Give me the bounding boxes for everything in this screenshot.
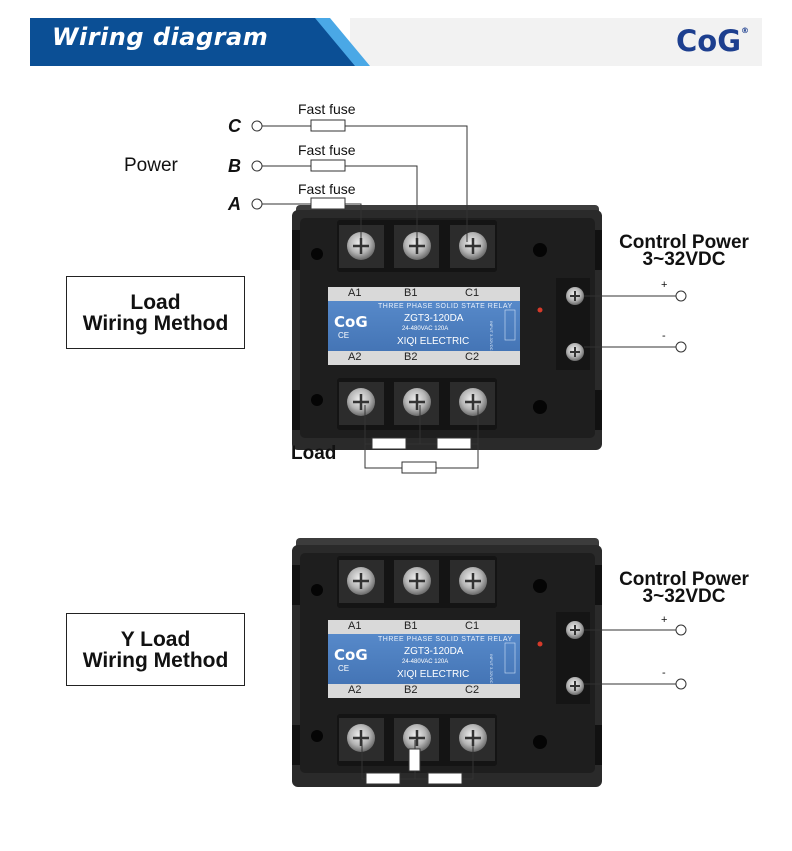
power-label: Power (124, 155, 178, 176)
control-wiring-2 (584, 624, 687, 690)
relay-1 (292, 205, 602, 450)
relay1-maker: XIQI ELECTRIC (397, 336, 470, 347)
header: Wiring diagram CoG® (0, 0, 792, 80)
relay1-brand: CoG (334, 313, 368, 331)
header-strip (350, 18, 762, 66)
relay2-b1: B1 (404, 620, 418, 632)
control-power2-line1: Control Power (619, 569, 749, 590)
load-wiring-method-box: Load Wiring Method (66, 276, 245, 349)
relay2-ce: CE (338, 664, 350, 673)
phase-a-label: A (228, 194, 241, 214)
relay2-brand: CoG (334, 646, 368, 664)
relay2-model: ZGT3-120DA (404, 646, 464, 657)
power-wiring (251, 119, 468, 242)
minus-sign-1: - (662, 330, 666, 342)
fuse-b-label: Fast fuse (298, 142, 356, 158)
relay2-b2: B2 (404, 684, 418, 696)
brand-logo: CoG® (676, 24, 750, 58)
relay2-a2: A2 (348, 684, 362, 696)
relay1-model: ZGT3-120DA (404, 313, 464, 324)
plus-sign-1: + (661, 279, 668, 291)
fuse-c-label: Fast fuse (298, 101, 356, 117)
control-wiring-1 (584, 290, 687, 353)
plus-sign-2: + (661, 614, 668, 626)
phase-b-label: B (228, 156, 241, 176)
y-load-wiring (361, 740, 474, 785)
method-label-line1: Load (130, 291, 181, 314)
relay1-a2: A2 (348, 351, 362, 363)
relay2-maker: XIQI ELECTRIC (397, 669, 470, 680)
load-label: Load (291, 443, 337, 464)
delta-load-wiring (364, 405, 479, 474)
title-banner (30, 18, 370, 66)
relay1-a1: A1 (348, 287, 362, 299)
relay1-rating: 24-480VAC 120A (402, 326, 449, 332)
fuse-a-label: Fast fuse (298, 181, 356, 197)
relay2-rating: 24-480VAC 120A (402, 659, 449, 665)
control-power-label-1: Control Power 3~32VDC (610, 232, 758, 270)
y-method-label-line1: Y Load (120, 628, 191, 651)
relay1-c2: C2 (465, 351, 480, 363)
relay1-c1: C1 (465, 287, 480, 299)
relay1-type: THREE PHASE SOLID STATE RELAY (378, 303, 513, 310)
relay-1-screws (347, 232, 584, 416)
relay2-a1: A1 (348, 620, 362, 632)
relay2-c1: C1 (465, 620, 480, 632)
y-load-wiring-method-box: Y Load Wiring Method (66, 613, 245, 686)
relay-2-screws (347, 567, 584, 752)
page-title: Wiring diagram (52, 23, 269, 51)
relay1-ce: CE (338, 331, 350, 340)
relay1-side-text: INPUT 3-32VDC (489, 321, 494, 351)
relay2-type: THREE PHASE SOLID STATE RELAY (378, 636, 513, 643)
relay1-b2: B2 (404, 351, 418, 363)
relay1-b1: B1 (404, 287, 418, 299)
method-label-line2: Wiring Method (82, 312, 229, 335)
control-power-label-2: Control Power 3~32VDC (610, 569, 758, 607)
y-method-label-line2: Wiring Method (82, 649, 229, 672)
relay2-side-text: INPUT 3-32VDC (489, 654, 494, 684)
relay2-c2: C2 (465, 684, 480, 696)
minus-sign-2: - (662, 667, 666, 679)
control-power2-line2: 3~32VDC (642, 586, 726, 607)
control-power-line1: Control Power (619, 232, 749, 253)
phase-c-label: C (228, 116, 241, 136)
control-power-line2: 3~32VDC (642, 249, 726, 270)
relay-2 (292, 538, 602, 787)
